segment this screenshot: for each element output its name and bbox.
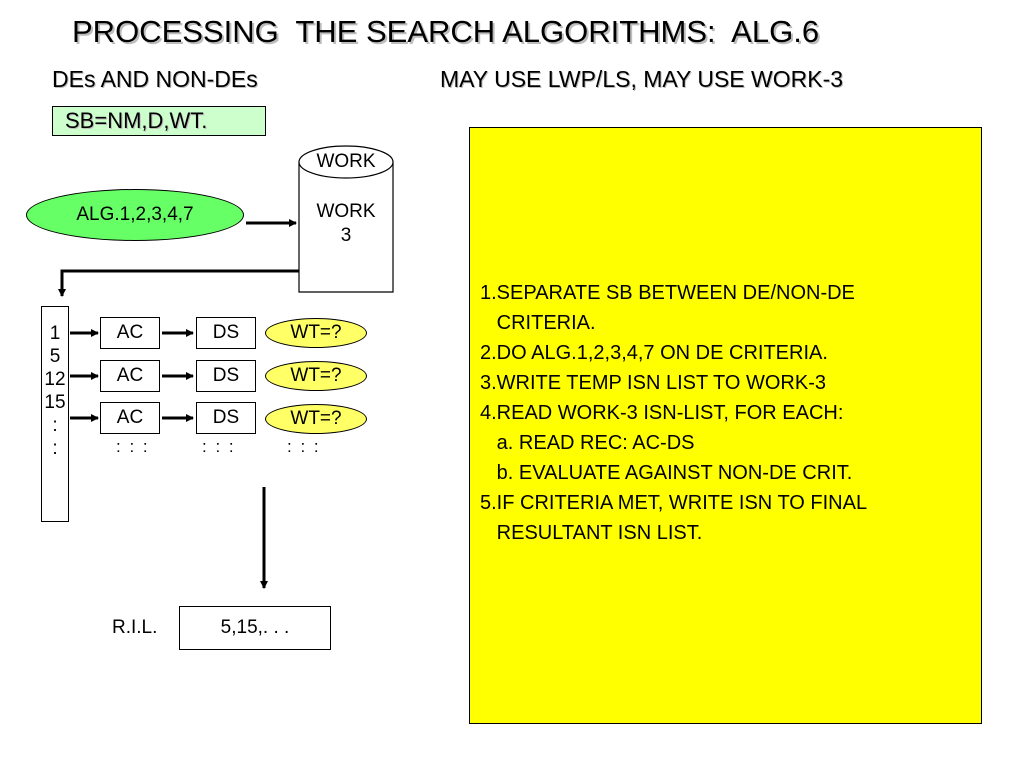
step-line: CRITERIA. xyxy=(480,312,596,334)
work-top-label: WORK xyxy=(316,151,376,172)
step-line: 5.IF CRITERIA MET, WRITE ISN TO FINAL xyxy=(480,492,868,514)
ds-box: DS xyxy=(196,402,256,434)
step-line: 4.READ WORK-3 ISN-LIST, FOR EACH: xyxy=(480,402,844,424)
subtitle-work-options: MAY USE LWP/LS, MAY USE WORK-3 xyxy=(440,66,844,92)
arrow-work-to-isn-list xyxy=(58,269,300,297)
subtitle-des: DEs AND NON-DEs xyxy=(52,66,258,92)
work-body-label: WORK xyxy=(316,201,376,222)
steps-panel: 1.SEPARATE SB BETWEEN DE/NON-DE CRITERIA… xyxy=(469,127,982,724)
step-line: 1.SEPARATE SB BETWEEN DE/NON-DE xyxy=(480,282,855,304)
step-line: 3.WRITE TEMP ISN LIST TO WORK-3 xyxy=(480,372,826,394)
wt-continuation-dots: : : : xyxy=(287,437,321,456)
ds-box: DS xyxy=(196,317,256,349)
isn-entry: 15 xyxy=(44,392,66,413)
isn-entry: : xyxy=(52,415,58,436)
cylinder-shape xyxy=(298,145,394,293)
step-line: a. READ REC: AC-DS xyxy=(480,432,695,454)
isn-entry: 1 xyxy=(49,323,61,344)
step-line: b. EVALUATE AGAINST NON-DE CRIT. xyxy=(480,462,853,484)
ril-label: R.I.L. xyxy=(112,617,158,638)
ds-box: DS xyxy=(196,360,256,392)
work-storage-cylinder: WORK WORK 3 xyxy=(298,145,394,293)
ac-box: AC xyxy=(100,317,160,349)
slide-title: PROCESSING THE SEARCH ALGORITHMS: ALG.6 xyxy=(72,14,820,49)
algorithms-oval: ALG.1,2,3,4,7 xyxy=(26,189,244,241)
ac-box: AC xyxy=(100,360,160,392)
ril-value-box: 5,15,. . . xyxy=(179,606,331,650)
wt-oval: WT=? xyxy=(265,318,367,348)
search-buffer-box: SB=NM,D,WT. xyxy=(52,106,266,136)
isn-list-column: 1 5 12 15 : : xyxy=(41,306,69,522)
wt-oval: WT=? xyxy=(265,404,367,434)
isn-entry: 5 xyxy=(49,346,61,367)
step-line: RESULTANT ISN LIST. xyxy=(480,522,703,544)
isn-entry: 12 xyxy=(44,369,66,390)
wt-oval: WT=? xyxy=(265,361,367,391)
ac-continuation-dots: : : : xyxy=(116,437,150,456)
isn-entry: : xyxy=(52,438,58,459)
ac-box: AC xyxy=(100,402,160,434)
ds-continuation-dots: : : : xyxy=(202,437,236,456)
step-line: 2.DO ALG.1,2,3,4,7 ON DE CRITERIA. xyxy=(480,342,828,364)
work-body-number: 3 xyxy=(340,225,352,246)
